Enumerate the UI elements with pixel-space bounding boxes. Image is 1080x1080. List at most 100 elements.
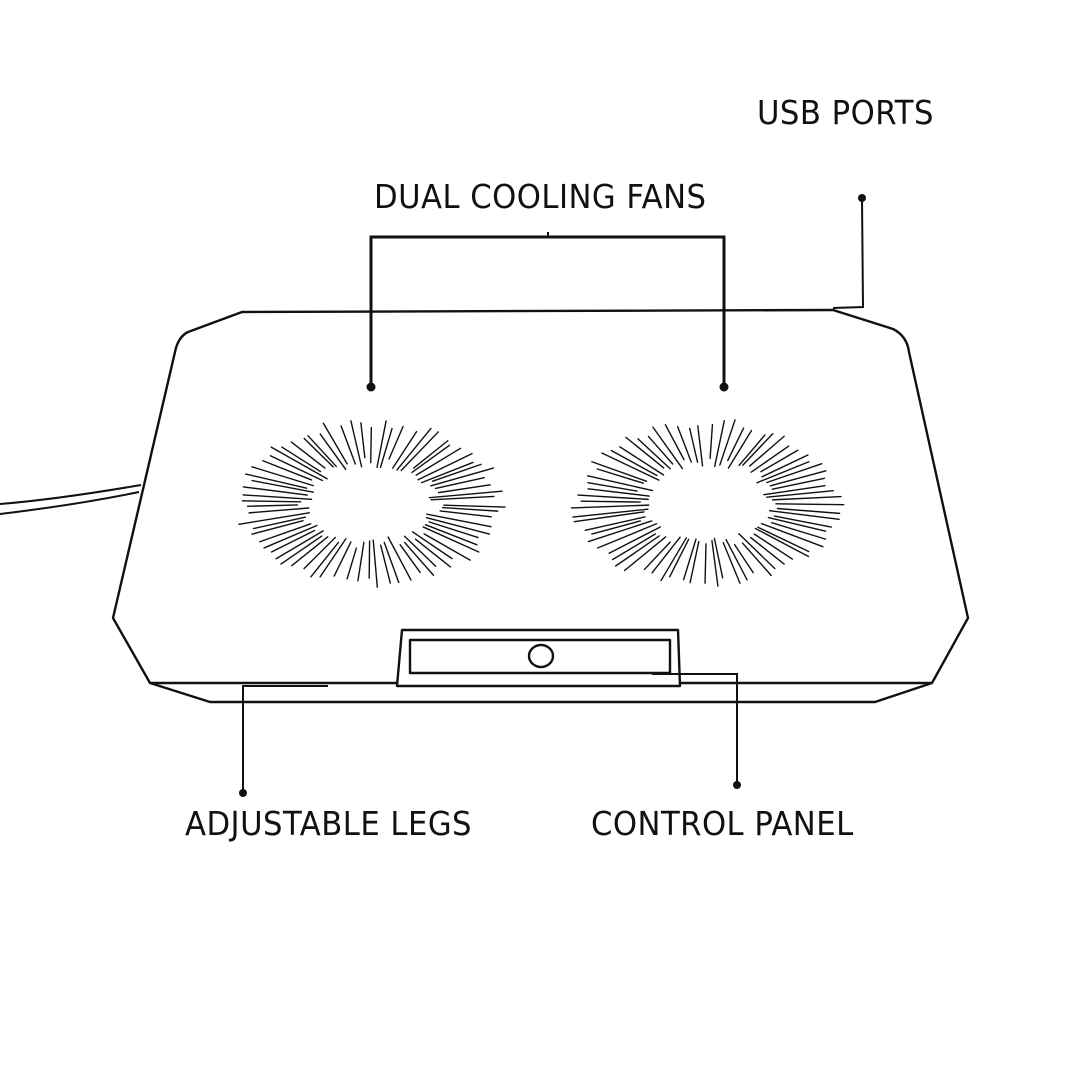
- fan-blade: [719, 419, 736, 466]
- fan-blade: [252, 516, 306, 530]
- fan-blade: [242, 486, 308, 496]
- fan-blade: [711, 539, 719, 587]
- fan-blade: [776, 507, 841, 515]
- fan-blade: [738, 533, 776, 570]
- fan-blade: [290, 441, 326, 469]
- fan-blade: [281, 446, 322, 473]
- fan-blade: [441, 506, 499, 512]
- power-button: [527, 643, 555, 669]
- fan-blade: [303, 437, 334, 468]
- fan-blade: [697, 425, 704, 467]
- fan-blade: [411, 444, 451, 474]
- fan-blade: [570, 504, 650, 509]
- fan-blade: [360, 422, 366, 459]
- fan-blade: [403, 541, 435, 576]
- fan-blade: [611, 533, 656, 561]
- fan-blade: [443, 504, 506, 508]
- callout-dot: [719, 382, 729, 392]
- fan-blade: [572, 508, 649, 518]
- fan-blade: [424, 524, 478, 546]
- fan-blade: [251, 466, 314, 487]
- cooling-pad-body: [111, 308, 970, 704]
- fan-blade: [238, 512, 310, 525]
- callout-dot: [366, 382, 376, 392]
- fan-blade: [623, 536, 667, 572]
- fan-blade: [357, 541, 365, 582]
- fan-blade: [619, 446, 665, 476]
- fan-blade: [727, 427, 745, 462]
- fan-blade: [423, 533, 471, 561]
- fan-blade: [431, 463, 482, 482]
- fan-blade: [415, 447, 462, 476]
- fan-blade: [596, 468, 644, 484]
- fan-blade: [430, 495, 495, 501]
- fan-blade: [587, 482, 638, 492]
- fan-blade: [597, 523, 658, 549]
- fan-blade: [769, 470, 827, 487]
- fan-blade: [428, 490, 503, 499]
- fan-blade: [766, 489, 834, 498]
- fan-blade: [591, 461, 648, 483]
- fan-blade: [388, 425, 404, 460]
- fan-blade: [688, 427, 699, 463]
- fan-blade: [682, 538, 697, 581]
- control-panel-housing: [395, 628, 682, 688]
- fan-blade: [754, 527, 810, 558]
- fan-blade: [411, 531, 453, 560]
- fan-blade: [773, 515, 832, 528]
- fan-blade: [713, 419, 726, 468]
- fan-blade: [387, 536, 412, 581]
- fan-blade: [625, 436, 665, 469]
- fan-blade: [591, 520, 641, 535]
- callout-dot: [239, 789, 247, 797]
- fan-blade: [704, 543, 707, 584]
- fan-blade: [262, 460, 313, 481]
- fan-blade: [275, 530, 324, 560]
- fan-blade: [768, 510, 840, 520]
- fan-blade: [248, 507, 310, 514]
- fan-blade: [350, 420, 363, 468]
- fan-blade: [372, 539, 379, 588]
- fan-blade: [660, 537, 688, 582]
- fan-blade: [396, 427, 432, 471]
- fan-blade: [307, 435, 337, 468]
- fan-blade: [651, 536, 681, 574]
- fan-blade: [757, 526, 810, 553]
- fan-blade: [610, 449, 658, 477]
- fan-blade: [577, 494, 649, 501]
- fan-blade: [668, 538, 690, 578]
- fan-blade: [392, 430, 418, 469]
- fan-blade: [400, 431, 439, 472]
- fan-blade: [251, 519, 304, 535]
- fan-blade: [689, 541, 700, 584]
- callout-dot: [733, 781, 741, 789]
- fan-blade: [580, 500, 641, 503]
- fan-blade: [727, 429, 753, 469]
- fan-blade: [614, 535, 660, 567]
- fan-blade: [322, 422, 348, 465]
- fan-blade: [676, 425, 692, 463]
- fan-blade: [241, 500, 302, 503]
- power-cable: [0, 484, 142, 515]
- fan-blade: [376, 420, 387, 469]
- fan-blade: [750, 445, 790, 473]
- fan-blade: [713, 537, 724, 579]
- callout-dot: [858, 194, 866, 202]
- fan-blade: [738, 434, 766, 466]
- fan-blade: [310, 541, 340, 578]
- fan-blade: [437, 484, 491, 494]
- fan-blade: [573, 511, 645, 523]
- label-adjustable-legs: ADJUSTABLE LEGS: [185, 804, 473, 843]
- fan-blade: [722, 541, 741, 584]
- fan-blade: [771, 495, 842, 501]
- label-control-panel: CONTROL PANEL: [591, 804, 854, 843]
- fan-blade: [756, 461, 810, 484]
- fan-blade: [428, 521, 479, 539]
- fan-blade: [587, 488, 650, 497]
- fan-blade: [269, 455, 324, 482]
- fan-blade: [422, 526, 480, 553]
- fan-blade: [748, 435, 785, 467]
- fan-blade: [319, 538, 347, 578]
- fan-blade: [753, 533, 794, 560]
